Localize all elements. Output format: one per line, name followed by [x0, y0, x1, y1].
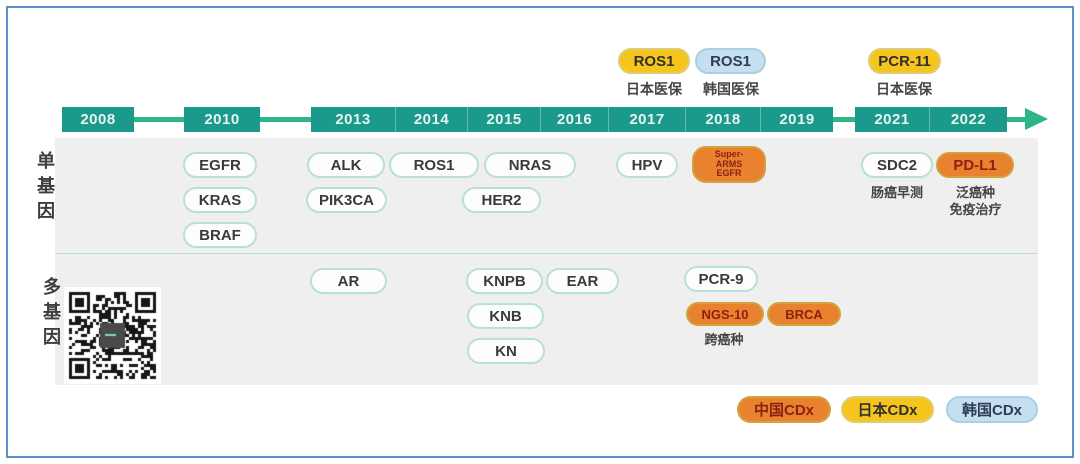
pill-pik3ca: PIK3CA — [306, 187, 387, 213]
pill-pcr9: PCR-9 — [684, 266, 758, 292]
row-label-multi-gene: 多基因 — [41, 277, 61, 352]
note-ngs10: 跨癌种 — [704, 332, 744, 347]
pill-kras: KRAS — [183, 187, 257, 213]
year-2017: 2017 — [608, 107, 685, 132]
pill-nras: NRAS — [484, 152, 576, 178]
content-panel — [55, 138, 1038, 385]
year-2014: 2014 — [395, 107, 467, 132]
pill-alk: ALK — [307, 152, 385, 178]
pill-hpv: HPV — [616, 152, 678, 178]
note-japan-insurance-2: 日本医保 — [876, 81, 932, 97]
qr-code — [64, 287, 161, 384]
row-divider — [55, 253, 1038, 254]
year-2013: 2013 — [311, 107, 395, 132]
super-arms-line2: ARMS — [715, 158, 743, 169]
pill-super-arms-egfr: Super- ARMS EGFR — [692, 146, 766, 183]
row-label-single-gene: 单基因 — [35, 151, 55, 226]
pill-ar: AR — [310, 268, 387, 294]
pill-egfr: EGFR — [183, 152, 257, 178]
year-2008: 2008 — [62, 107, 134, 132]
timeline-arrow-icon — [1025, 108, 1048, 130]
year-2016: 2016 — [540, 107, 608, 132]
legend-japan-cdx: 日本CDx — [841, 396, 934, 423]
pill-braf: BRAF — [183, 222, 257, 248]
legend-china-cdx: 中国CDx — [737, 396, 831, 423]
pill-brca: BRCA — [767, 302, 841, 326]
super-arms-line3: EGFR — [716, 168, 742, 179]
year-2010: 2010 — [184, 107, 260, 132]
pill-ear: EAR — [546, 268, 619, 294]
note-sdc2: 肠癌早测 — [870, 185, 923, 200]
top-pill-ros1-korea: ROS1 — [695, 48, 766, 74]
year-2018: 2018 — [685, 107, 760, 132]
note-pdl1-line2: 免疫治疗 — [949, 202, 1002, 217]
note-korea-insurance: 韩国医保 — [703, 81, 759, 97]
pill-ros1: ROS1 — [389, 152, 479, 178]
year-2019: 2019 — [760, 107, 833, 132]
pill-kn: KN — [467, 338, 545, 364]
pill-pdl1: PD-L1 — [936, 152, 1014, 178]
top-pill-pcr11-japan: PCR-11 — [868, 48, 941, 74]
pill-sdc2: SDC2 — [861, 152, 933, 178]
top-pill-ros1-japan: ROS1 — [618, 48, 690, 74]
note-japan-insurance-1: 日本医保 — [626, 81, 682, 97]
legend-korea-cdx: 韩国CDx — [946, 396, 1038, 423]
pill-knb: KNB — [467, 303, 544, 329]
year-2015: 2015 — [467, 107, 540, 132]
super-arms-line1: Super- — [714, 149, 744, 160]
note-pdl1-line1: 泛癌种 — [955, 185, 995, 200]
year-2021: 2021 — [855, 107, 929, 132]
pill-knpb: KNPB — [466, 268, 543, 294]
pill-ngs10: NGS-10 — [686, 302, 764, 326]
pill-her2: HER2 — [462, 187, 541, 213]
year-2022: 2022 — [929, 107, 1007, 132]
